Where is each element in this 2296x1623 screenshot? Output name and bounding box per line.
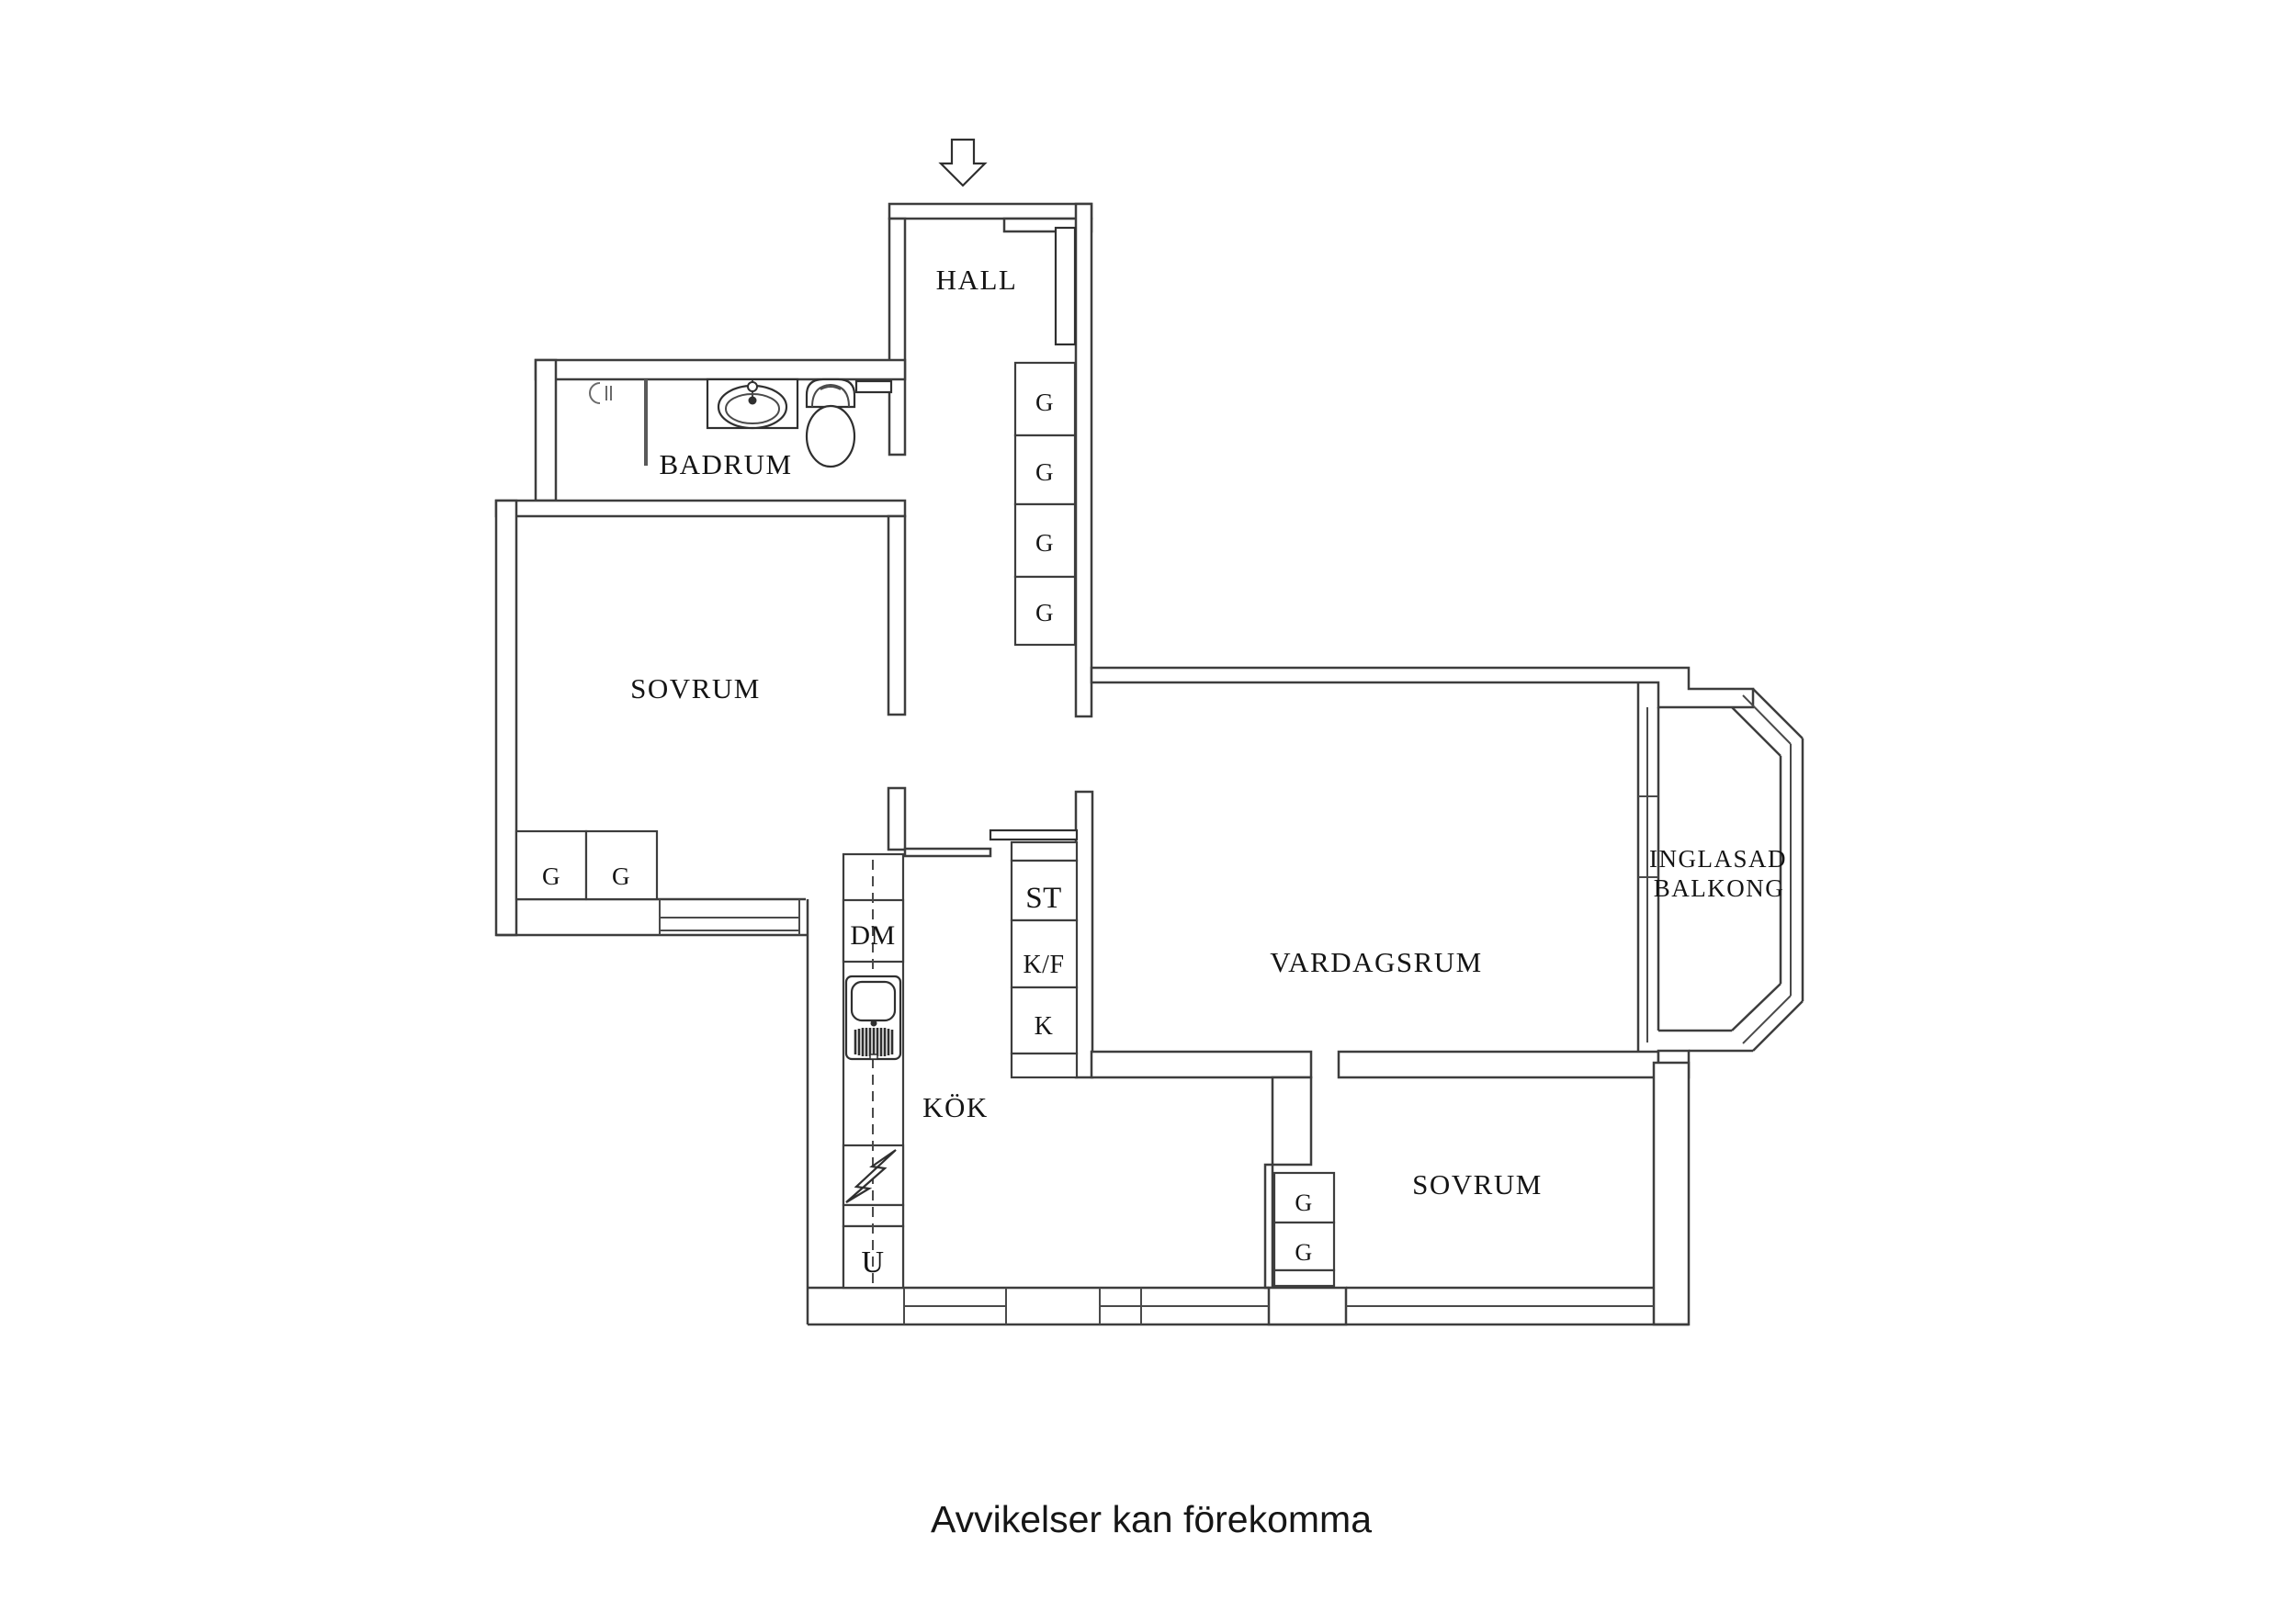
disclaimer-text: Avvikelser kan förekomma	[931, 1498, 1372, 1540]
closet-label: G	[1295, 1189, 1312, 1216]
sovrum-left-walls	[494, 499, 907, 937]
room-label-kok: KÖK	[922, 1091, 989, 1123]
wall-segment	[1271, 1076, 1313, 1167]
room-label-sovrum-left: SOVRUM	[630, 672, 761, 704]
balkong-glazing	[1731, 983, 1781, 1031]
closet-box	[1272, 1221, 1336, 1272]
toilet-bowl	[805, 404, 856, 468]
room-label-hall: HALL	[936, 264, 1018, 296]
bathroom-sink-icon	[706, 378, 799, 430]
badrum-walls	[534, 358, 907, 502]
toilet-icon	[805, 378, 856, 468]
closet-strip	[1272, 1268, 1336, 1288]
unit-label-k: K	[1035, 1012, 1054, 1041]
wall-segment	[887, 786, 907, 851]
room-label-sovrum-right: SOVRUM	[1412, 1168, 1543, 1200]
closet-box	[1272, 1171, 1336, 1224]
sovrum-right-walls	[1263, 1061, 1691, 1326]
wall-segment	[534, 358, 907, 381]
south-wall	[808, 1286, 1689, 1326]
entry-door-leaf	[1054, 226, 1077, 346]
wall-segment	[1267, 1286, 1348, 1326]
room-label-balkong-line2: BALKONG	[1654, 874, 1785, 902]
kitchen-shelf	[989, 828, 1079, 841]
sink-tab	[869, 1054, 878, 1060]
hall-closets: G G G G	[1013, 361, 1077, 647]
balkong-glazing	[1752, 1000, 1804, 1052]
room-label-badrum: BADRUM	[659, 448, 792, 480]
hall-walls	[888, 202, 1093, 718]
badrum-fixtures	[589, 378, 893, 468]
sink-bowl	[850, 980, 897, 1022]
wall-segment	[888, 202, 1093, 220]
balkong-glazing	[1752, 688, 1804, 739]
cabinet-box	[1010, 986, 1079, 1055]
vardagsrum-walls	[1090, 666, 1755, 1079]
closet-label: G	[1035, 529, 1054, 557]
unit-label-u: U	[861, 1245, 884, 1279]
unit-label-dm: DM	[850, 920, 895, 951]
wall-segment	[1090, 666, 1755, 709]
wall-segment	[494, 499, 518, 937]
sink-drain	[748, 396, 757, 405]
kok-threshold	[903, 847, 992, 858]
room-label-vardagsrum: VARDAGSRUM	[1270, 946, 1483, 978]
closet-label: G	[1295, 1239, 1312, 1266]
wall-segment	[1090, 1050, 1313, 1079]
room-label-balkong-line1: INGLASAD	[1649, 845, 1787, 873]
closet-box	[1013, 575, 1077, 647]
wall-segment	[494, 499, 907, 518]
unit-label-kf: K/F	[1023, 951, 1064, 979]
wall-segment	[887, 514, 907, 716]
toilet-lid-line	[820, 386, 842, 390]
balkong-glazing	[1731, 706, 1781, 757]
kok-walls	[806, 790, 1094, 1324]
sink-drain	[870, 1020, 877, 1027]
wall-segment	[1337, 1050, 1660, 1079]
closet-box	[1013, 361, 1077, 437]
entry-arrow-icon	[938, 138, 988, 187]
wall-segment	[1652, 1061, 1691, 1326]
washer-mark-icon	[589, 382, 612, 404]
storage-fridge-column: ST K/F K	[1010, 840, 1079, 1079]
closet-label: G	[1035, 389, 1054, 416]
kitchen-cabinet-run: DM U	[842, 852, 905, 1290]
sovrum-left-closets: G G	[515, 829, 659, 901]
balkong-glazing	[1742, 694, 1792, 745]
sovrum-right-closets: G G	[1272, 1171, 1336, 1288]
sink-faucet-handle	[747, 381, 758, 392]
closet-box	[515, 829, 588, 901]
wall-segment	[534, 358, 558, 502]
cabinet-box	[1010, 840, 1079, 862]
closet-box	[1013, 502, 1077, 579]
wall-segment	[888, 217, 907, 456]
wall-segment	[1263, 1163, 1274, 1290]
closet-label: G	[612, 862, 630, 890]
closet-label: G	[542, 862, 560, 890]
closet-label: G	[1035, 599, 1054, 626]
stove-lightning-icon	[845, 1149, 897, 1203]
sovrum-left-window	[659, 899, 800, 935]
cabinet-box	[1010, 1052, 1079, 1079]
cabinet-box	[1010, 919, 1079, 989]
balkong-walls	[1636, 682, 1804, 1053]
wall-segment	[1074, 202, 1093, 718]
toilet-tank	[805, 378, 856, 409]
toilet-tank-inner	[811, 383, 850, 408]
kitchen-sink-icon	[844, 975, 902, 1061]
unit-label-st: ST	[1025, 882, 1062, 915]
bathroom-shelf	[854, 379, 893, 394]
sink-drainer	[854, 1028, 894, 1056]
closet-label: G	[1035, 458, 1054, 486]
wall-segment	[1074, 790, 1094, 1079]
closet-box	[584, 829, 659, 901]
balkong-glazing	[1742, 995, 1792, 1044]
